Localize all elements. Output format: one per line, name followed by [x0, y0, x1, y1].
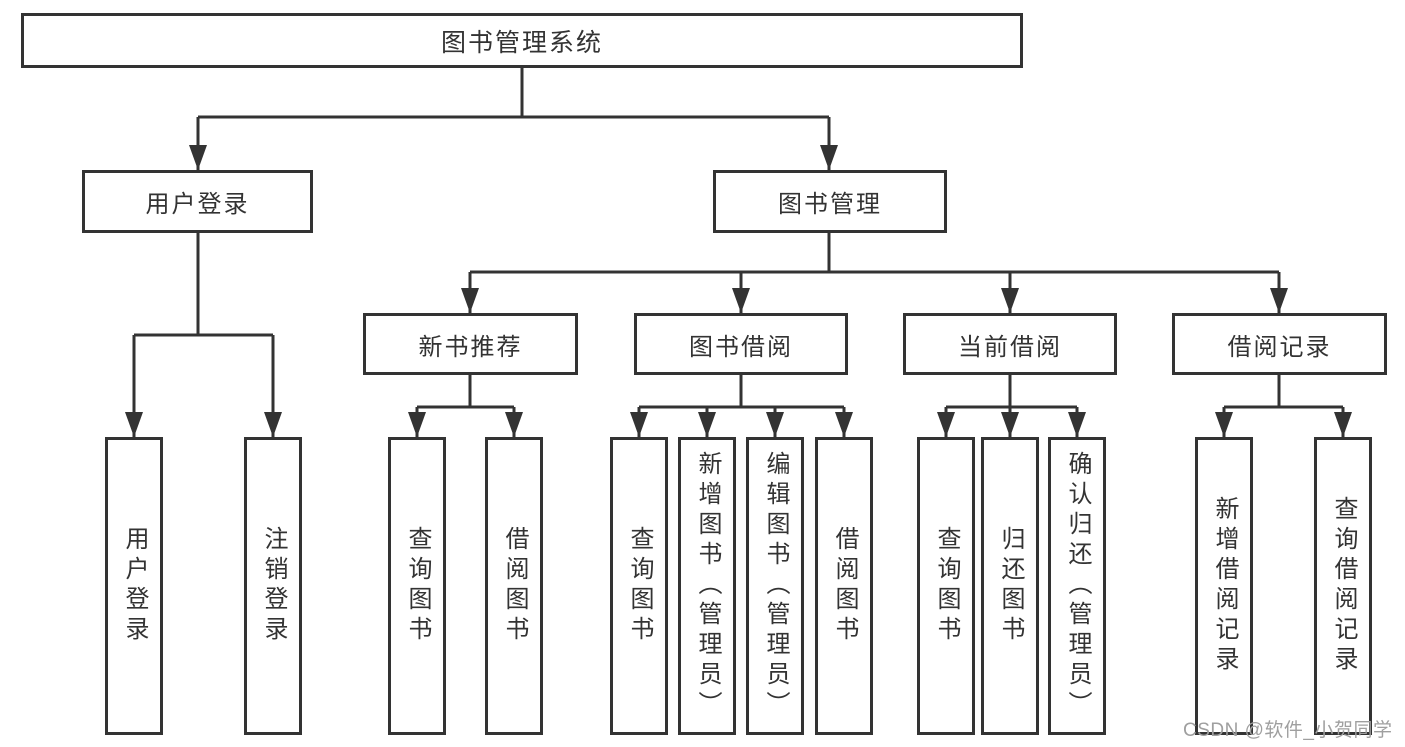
- node-new-book-recommend: 新书推荐: [363, 313, 578, 375]
- leaf-label: 编辑图书（管理员）: [762, 451, 789, 721]
- connector-paths: [132, 68, 1345, 437]
- leaf-logout: 注销登录: [244, 437, 302, 735]
- leaf-label: 新增借阅记录: [1211, 496, 1238, 676]
- leaf-label: 借阅图书: [501, 526, 528, 646]
- leaf-add-borrow-record: 新增借阅记录: [1195, 437, 1253, 735]
- leaf-label: 确认归还（管理员）: [1064, 451, 1091, 721]
- leaf-label: 查询图书: [404, 526, 431, 646]
- leaf-query-books-current: 查询图书: [917, 437, 975, 735]
- node-book-borrow: 图书借阅: [634, 313, 848, 375]
- leaf-label: 查询图书: [933, 526, 960, 646]
- leaf-label: 查询图书: [626, 526, 653, 646]
- leaf-label: 借阅图书: [831, 526, 858, 646]
- node-current-borrow: 当前借阅: [903, 313, 1117, 375]
- node-book-management: 图书管理: [713, 170, 947, 233]
- leaf-query-books-recommend: 查询图书: [388, 437, 446, 735]
- leaf-return-books: 归还图书: [981, 437, 1039, 735]
- leaf-edit-book-admin: 编辑图书（管理员）: [746, 437, 804, 735]
- leaf-confirm-return-admin: 确认归还（管理员）: [1048, 437, 1106, 735]
- node-library-system: 图书管理系统: [21, 13, 1023, 68]
- leaf-label: 新增图书（管理员）: [694, 451, 721, 721]
- leaf-borrow-books-recommend: 借阅图书: [485, 437, 543, 735]
- leaf-label: 用户登录: [121, 526, 148, 646]
- leaf-user-login: 用户登录: [105, 437, 163, 735]
- node-user-login: 用户登录: [82, 170, 313, 233]
- leaf-query-borrow-record: 查询借阅记录: [1314, 437, 1372, 735]
- leaf-query-books-borrow: 查询图书: [610, 437, 668, 735]
- csdn-watermark: CSDN @软件_小贺同学: [1183, 720, 1393, 741]
- leaf-label: 归还图书: [997, 526, 1024, 646]
- leaf-label: 注销登录: [260, 526, 287, 646]
- leaf-label: 查询借阅记录: [1330, 496, 1357, 676]
- leaf-borrow-books: 借阅图书: [815, 437, 873, 735]
- node-borrow-records: 借阅记录: [1172, 313, 1387, 375]
- leaf-add-book-admin: 新增图书（管理员）: [678, 437, 736, 735]
- arrowheads: [125, 145, 1352, 437]
